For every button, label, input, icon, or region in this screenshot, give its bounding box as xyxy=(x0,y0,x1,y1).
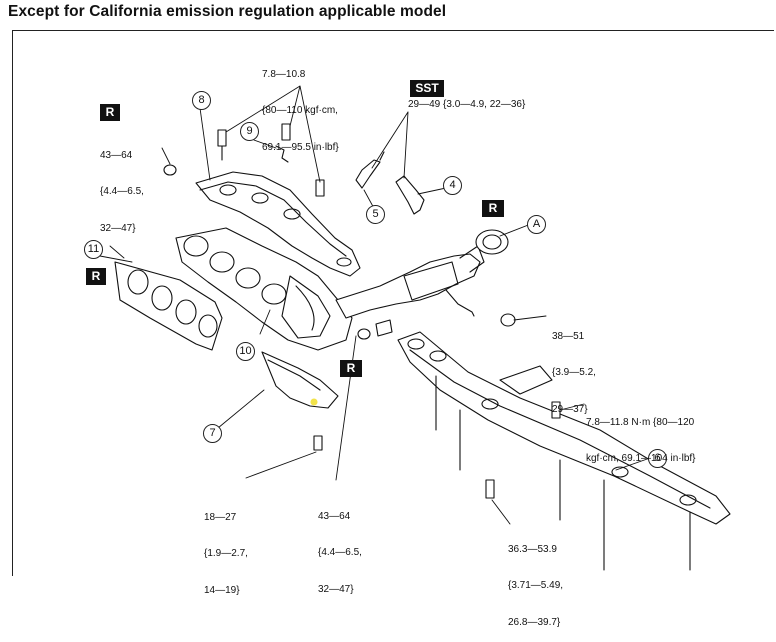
torque-line: {3.9—5.2, xyxy=(552,367,596,379)
torque-line: 32—47} xyxy=(318,584,354,596)
torque-line: {3.71—5.49, xyxy=(508,580,564,592)
diagram-frame xyxy=(12,30,774,576)
torque-line: {4.4—6.5, xyxy=(100,186,144,198)
callout-8: 8 xyxy=(192,91,211,110)
torque-line: 29—37} xyxy=(552,404,588,416)
torque-line: kgf·cm, 69.1—104 in·lbf} xyxy=(586,453,696,465)
exhaust-manifold-diagram xyxy=(99,85,731,571)
exhaust-manifold-gasket xyxy=(114,261,223,351)
torque-oxygen-sensor: 29—49 {3.0—4.9, 22—36} xyxy=(408,99,526,110)
replace-badge-front-pipe: R xyxy=(482,200,504,217)
torque-bracket-bolt: 7.8—11.8 N·m {80—120 kgf·cm, 69.1—104 in… xyxy=(586,392,696,478)
torque-line: {80—110 kgf·cm, xyxy=(262,105,338,117)
fasteners xyxy=(163,123,561,499)
torque-nut-upper-left: 43—64 {4.4—6.5, 32—47} xyxy=(100,125,144,248)
front-pipe-catalytic-converter xyxy=(335,229,509,319)
replace-badge-gasket: R xyxy=(86,268,106,285)
torque-line: {1.9—2.7, xyxy=(204,548,248,560)
torque-line: 69.1—95.5 in·lbf} xyxy=(262,142,339,154)
oxygen-sensors xyxy=(355,151,425,215)
crossmember xyxy=(397,331,731,571)
callout-11: 11 xyxy=(84,240,103,259)
torque-line: 43—64 xyxy=(318,510,351,522)
torque-stud-nut-lower: 43—64 {4.4—6.5, 32—47} xyxy=(318,486,362,609)
callout-4: 4 xyxy=(443,176,462,195)
page-title: Except for California emission regulatio… xyxy=(8,3,447,20)
callout-a: A xyxy=(527,215,546,234)
exhaust-manifold xyxy=(175,227,353,351)
torque-line: 43—64 xyxy=(100,149,133,161)
torque-line: 38—51 xyxy=(552,330,585,342)
torque-heat-insulator: 7.8—10.8 {80—110 kgf·cm, 69.1—95.5 in·lb… xyxy=(262,44,339,167)
torque-line: {4.4—6.5, xyxy=(318,547,362,559)
torque-line: 32—47} xyxy=(100,223,136,235)
torque-line: 26.8—39.7} xyxy=(508,617,561,629)
torque-line: 36.3—53.9 xyxy=(508,543,557,555)
callout-9: 9 xyxy=(240,122,259,141)
sst-badge: SST xyxy=(410,80,444,97)
callout-6: 6 xyxy=(648,449,667,468)
callout-10: 10 xyxy=(236,342,255,361)
upper-heat-insulator xyxy=(195,171,361,277)
callout-5: 5 xyxy=(366,205,385,224)
torque-nut-front-pipe: 38—51 {3.9—5.2, 29—37} xyxy=(552,306,596,429)
torque-line: 7.8—10.8 xyxy=(262,68,306,80)
torque-line: 7.8—11.8 N·m {80—120 xyxy=(586,416,695,428)
replace-badge-top: R xyxy=(100,104,120,121)
torque-crossmember: 36.3—53.9 {3.71—5.49, 26.8—39.7} xyxy=(508,519,563,642)
replace-badge-stud: R xyxy=(340,360,362,377)
callout-7: 7 xyxy=(203,424,222,443)
torque-insulator-lower: 18—27 {1.9—2.7, 14—19} xyxy=(204,487,248,610)
torque-line: 18—27 xyxy=(204,511,237,523)
lower-heat-insulator xyxy=(261,351,339,409)
torque-line: 14—19} xyxy=(204,585,240,597)
